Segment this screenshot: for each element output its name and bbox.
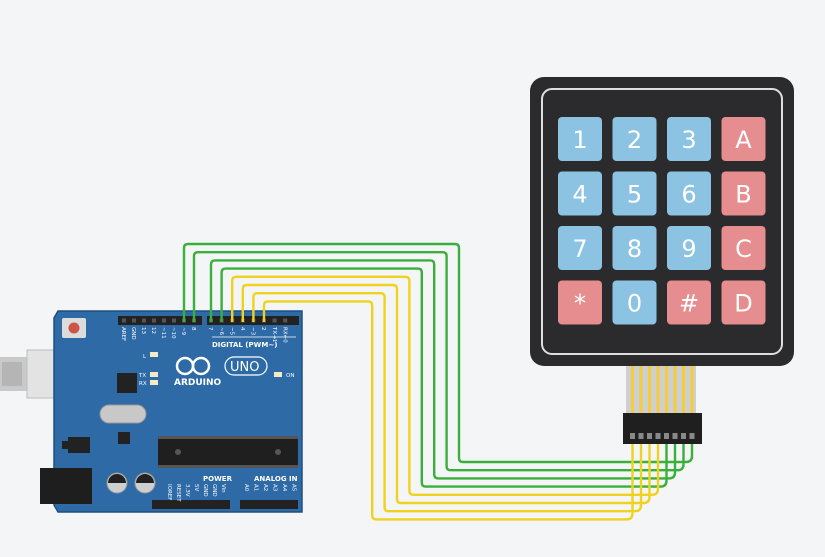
key-0[interactable]: 0 bbox=[612, 280, 657, 325]
digital-pin-label: ~6 bbox=[218, 327, 224, 336]
keypad[interactable]: 1 2 3 A 4 5 6 B 7 8 9 C * 0 # D bbox=[530, 77, 794, 444]
key-label: B bbox=[735, 181, 751, 209]
digital-pin-label: 7 bbox=[207, 327, 213, 331]
regulator bbox=[68, 437, 90, 453]
key-b[interactable]: B bbox=[721, 171, 766, 216]
digital-pin-label: 12 bbox=[150, 327, 156, 334]
atmega-chip bbox=[158, 436, 298, 468]
key-5[interactable]: 5 bbox=[612, 171, 657, 216]
key-label: 2 bbox=[627, 126, 642, 154]
analog-pin-label: A4 bbox=[281, 484, 287, 492]
digital-pin-label: ~5 bbox=[228, 327, 234, 336]
key-7[interactable]: 7 bbox=[558, 226, 602, 270]
keypad-connector[interactable] bbox=[623, 413, 702, 444]
wire-green[interactable] bbox=[220, 267, 668, 488]
key-c[interactable]: C bbox=[721, 226, 766, 270]
key-star[interactable]: * bbox=[558, 280, 602, 325]
key-d[interactable]: D bbox=[721, 280, 766, 325]
wire-yellow[interactable] bbox=[262, 300, 634, 521]
key-a[interactable]: A bbox=[721, 117, 766, 161]
wire-green[interactable] bbox=[209, 259, 677, 480]
digital-label: DIGITAL (PWM~) bbox=[212, 341, 277, 349]
key-hash[interactable]: # bbox=[667, 280, 711, 325]
digital-pin-label: 2 bbox=[260, 327, 266, 331]
status-leds: L TX RX ON bbox=[138, 352, 294, 387]
power-pin-label: 3.3V bbox=[184, 484, 190, 497]
power-pin-label: RESET bbox=[175, 484, 181, 502]
key-label: * bbox=[574, 290, 586, 318]
usb-chip bbox=[117, 373, 137, 393]
digital-pin-label: ~11 bbox=[160, 327, 166, 339]
power-pin-label: GND bbox=[211, 484, 217, 497]
key-label: 3 bbox=[681, 126, 696, 154]
analog-pin-label: A5 bbox=[291, 484, 297, 492]
power-label: POWER bbox=[203, 475, 233, 483]
key-label: A bbox=[735, 126, 752, 154]
digital-pin-label: 13 bbox=[140, 327, 146, 334]
led-tx-label: TX bbox=[138, 373, 146, 379]
key-4[interactable]: 4 bbox=[558, 171, 602, 216]
digital-pin-label: AREF bbox=[120, 327, 126, 341]
digital-pin-label: GND bbox=[130, 327, 136, 340]
wires bbox=[182, 242, 694, 521]
wire-green[interactable] bbox=[192, 251, 685, 472]
keypad-ribbon bbox=[626, 366, 696, 414]
key-label: 4 bbox=[572, 181, 587, 209]
analog-label: ANALOG IN bbox=[254, 475, 298, 483]
key-label: 7 bbox=[572, 235, 587, 263]
digital-pin-label: ~10 bbox=[170, 327, 176, 339]
crystal bbox=[99, 404, 147, 424]
wire-yellow[interactable] bbox=[241, 283, 651, 505]
power-pin-label: Vin bbox=[220, 484, 226, 493]
capacitors bbox=[106, 472, 156, 494]
analog-header bbox=[240, 500, 298, 509]
power-pin-label: GND bbox=[202, 484, 208, 497]
wire-green[interactable] bbox=[182, 242, 694, 464]
key-label: # bbox=[679, 290, 699, 318]
key-8[interactable]: 8 bbox=[612, 226, 657, 270]
key-label: 9 bbox=[681, 235, 696, 263]
key-1[interactable]: 1 bbox=[558, 117, 602, 161]
power-pin-label: IOREF bbox=[166, 484, 172, 500]
wire-yellow[interactable] bbox=[231, 275, 660, 496]
analog-pin-label: A0 bbox=[243, 484, 249, 492]
analog-pin-label: A3 bbox=[272, 484, 278, 492]
key-6[interactable]: 6 bbox=[667, 171, 711, 216]
arduino-logo: ARDUINO UNO bbox=[174, 356, 268, 388]
key-label: 6 bbox=[681, 181, 696, 209]
key-label: 1 bbox=[572, 126, 587, 154]
key-9[interactable]: 9 bbox=[667, 226, 711, 270]
power-pin-label: 5V bbox=[193, 484, 199, 491]
key-label: 5 bbox=[627, 181, 642, 209]
key-label: 8 bbox=[627, 235, 642, 263]
key-3[interactable]: 3 bbox=[667, 117, 711, 161]
key-2[interactable]: 2 bbox=[612, 117, 657, 161]
digital-pin-label: 8 bbox=[190, 327, 196, 331]
wire-yellow[interactable] bbox=[252, 292, 643, 513]
key-label: D bbox=[734, 290, 752, 318]
led-rx-label: RX bbox=[139, 381, 147, 387]
model-label: UNO bbox=[230, 360, 259, 375]
analog-pin-label: A1 bbox=[253, 484, 259, 491]
power-header bbox=[152, 500, 230, 509]
analog-pin-label: A2 bbox=[262, 484, 268, 491]
digital-pin-labels: AREF GND 13 12 ~11 ~10 ~9 8 7 ~6 ~5 4 ~3 2 TX→1 RX←0 bbox=[120, 326, 287, 343]
dc-jack bbox=[40, 468, 92, 504]
digital-pin-label: RX←0 bbox=[281, 327, 287, 343]
connector-pins bbox=[630, 433, 695, 439]
digital-pin-label: ~3 bbox=[250, 327, 256, 336]
digital-pin-label: 4 bbox=[239, 327, 245, 331]
led-l-label: L bbox=[143, 354, 147, 360]
key-label: C bbox=[735, 235, 752, 263]
keypad-keys[interactable]: 1 2 3 A 4 5 6 B 7 8 9 C * 0 # D bbox=[558, 117, 766, 325]
key-label: 0 bbox=[627, 290, 642, 318]
on-label: ON bbox=[286, 373, 294, 379]
digital-pin-label: TX→1 bbox=[271, 326, 277, 342]
brand-label: ARDUINO bbox=[174, 378, 222, 388]
digital-pin-label: ~9 bbox=[180, 327, 186, 336]
arduino-board[interactable]: AREF GND 13 12 ~11 ~10 ~9 8 7 ~6 ~5 4 ~3 2 TX→1 RX←0 DI… bbox=[40, 310, 303, 513]
